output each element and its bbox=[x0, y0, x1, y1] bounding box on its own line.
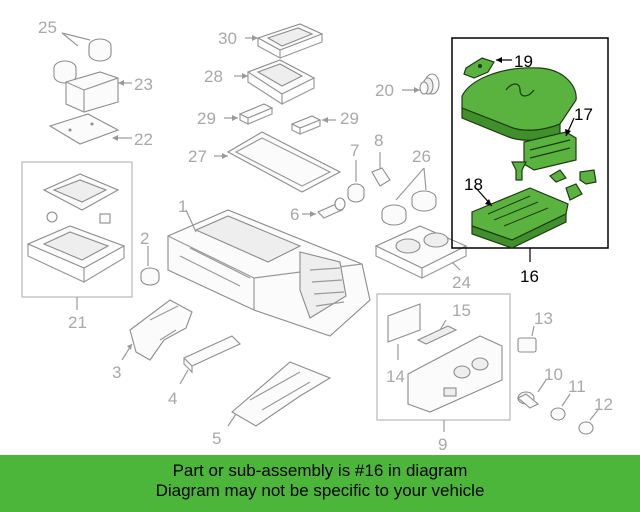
callout-5: 5 bbox=[212, 429, 221, 448]
callout-21: 21 bbox=[68, 313, 87, 332]
callout-20: 20 bbox=[375, 81, 394, 100]
part-10-socket[interactable] bbox=[517, 391, 539, 409]
part-29-clip-left[interactable] bbox=[238, 103, 274, 125]
callout-24: 24 bbox=[452, 273, 471, 292]
part-23-bin[interactable] bbox=[65, 71, 119, 113]
part-27-liner[interactable] bbox=[226, 131, 342, 193]
callout-10: 10 bbox=[544, 365, 563, 384]
info-banner: Part or sub-assembly is #16 in diagram D… bbox=[0, 455, 640, 512]
part-5-bracket[interactable] bbox=[231, 361, 332, 427]
callout-6: 6 bbox=[290, 205, 299, 224]
callout-15: 15 bbox=[452, 301, 471, 320]
part-20-grommet[interactable] bbox=[419, 73, 440, 95]
part-26-cup-inserts[interactable] bbox=[381, 190, 437, 226]
callout-17: 17 bbox=[574, 105, 593, 124]
part-3-bracket[interactable] bbox=[129, 299, 193, 361]
callout-26: 26 bbox=[412, 147, 431, 166]
banner-line-1: Part or sub-assembly is #16 in diagram bbox=[172, 461, 468, 480]
part-29-clip-right[interactable] bbox=[290, 115, 322, 135]
callout-8: 8 bbox=[374, 131, 383, 150]
part-6-screw[interactable] bbox=[317, 197, 346, 219]
callout-29-right: 29 bbox=[340, 109, 359, 128]
parts-diagram: 25 23 22 21 30 28 bbox=[21, 18, 613, 454]
callout-27: 27 bbox=[188, 147, 207, 166]
callout-9: 9 bbox=[438, 435, 447, 454]
part-30-tray[interactable] bbox=[256, 23, 324, 60]
part-16-screws[interactable] bbox=[511, 161, 597, 201]
callout-2: 2 bbox=[140, 229, 149, 248]
part-28-tray[interactable] bbox=[246, 59, 316, 106]
part-16-armrest-lid[interactable] bbox=[461, 67, 577, 141]
callout-11: 11 bbox=[568, 377, 586, 396]
callout-30: 30 bbox=[218, 29, 237, 48]
part-14-panel[interactable] bbox=[387, 303, 421, 343]
callout-16: 16 bbox=[520, 267, 539, 286]
part-22-mat[interactable] bbox=[48, 113, 120, 145]
callout-13: 13 bbox=[534, 309, 553, 328]
callout-18: 18 bbox=[464, 175, 483, 194]
banner-line-2: Diagram may not be specific to your vehi… bbox=[155, 481, 485, 500]
callout-1: 1 bbox=[178, 197, 187, 216]
callout-4: 4 bbox=[168, 389, 177, 408]
part-9-rear-panel[interactable] bbox=[407, 335, 503, 413]
callout-28: 28 bbox=[204, 67, 223, 86]
part-7-bushing[interactable] bbox=[347, 183, 365, 203]
callout-23: 23 bbox=[134, 75, 153, 94]
part-25-cup-holders[interactable] bbox=[53, 38, 112, 84]
part-2-ring[interactable] bbox=[140, 267, 160, 286]
part-18-base[interactable] bbox=[471, 187, 569, 249]
part-13-switch[interactable] bbox=[517, 337, 537, 353]
part-21-tray[interactable] bbox=[26, 173, 126, 283]
part-1-console-body[interactable] bbox=[167, 209, 371, 337]
part-11-cap[interactable] bbox=[550, 407, 566, 421]
part-4-bracket[interactable] bbox=[183, 335, 241, 374]
part-24-cup-bezel[interactable] bbox=[374, 225, 468, 279]
callout-14: 14 bbox=[386, 367, 405, 386]
callout-19: 19 bbox=[514, 52, 533, 71]
part-19-latch[interactable] bbox=[463, 57, 495, 79]
callout-12: 12 bbox=[594, 395, 613, 414]
callout-25: 25 bbox=[38, 18, 57, 37]
callout-7: 7 bbox=[350, 141, 359, 160]
part-15-insert[interactable] bbox=[416, 325, 458, 345]
callout-29-left: 29 bbox=[197, 109, 216, 128]
callout-3: 3 bbox=[112, 363, 121, 382]
part-12-cap[interactable] bbox=[578, 421, 594, 435]
part-8-clip[interactable] bbox=[371, 167, 391, 187]
callout-22: 22 bbox=[134, 130, 153, 149]
